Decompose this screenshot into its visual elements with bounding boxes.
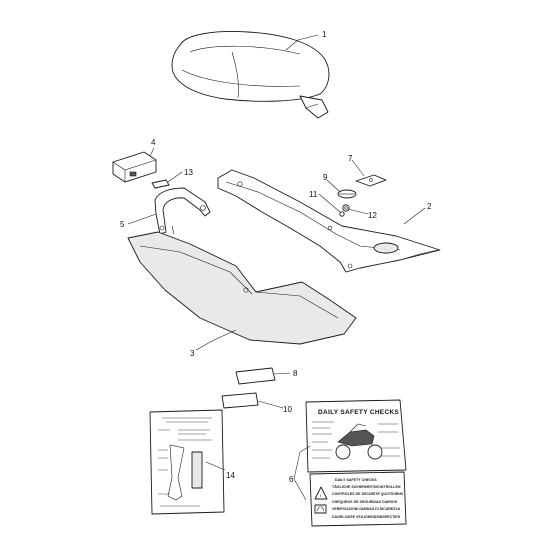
multilingual-line-6: DAGELIJKSE VEILIGHEIDSINSPECTIES [332,515,401,519]
callout-1: 1 [322,30,327,39]
callout-3: 3 [190,349,195,358]
safety-label-main[interactable]: DAILY SAFETY CHECKS [305,399,407,473]
instruction-label[interactable] [149,409,225,515]
callout-10: 10 [283,405,292,414]
seat[interactable] [171,31,330,119]
callout-5: 5 [120,220,125,229]
side-panel-right[interactable] [217,169,441,273]
leader-lines [127,34,426,501]
safety-label-main-title: DAILY SAFETY CHECKS [318,409,399,416]
callout-14: 14 [226,471,235,480]
svg-text:!: ! [320,494,321,498]
clip-bracket[interactable] [355,174,387,187]
callout-4: 4 [151,138,156,147]
washer[interactable] [337,189,357,199]
callout-11: 11 [309,190,318,199]
tail-panel[interactable] [127,225,357,345]
rear-cover[interactable] [112,151,157,183]
grommet[interactable] [342,204,350,212]
multilingual-line-5: VERIFICAZIONI DIARIAS DI SICUREZZA [332,507,401,511]
multilingual-line-3: CONTROLES DE SECURITE QUOTIDIENS [332,492,404,496]
decal-10[interactable] [221,392,259,409]
motorcycle-icon [335,423,383,460]
decal-8[interactable] [235,367,276,385]
multilingual-line-4: CHEQUEOS DE SEGURIDAD DIARIOS [332,500,398,504]
small-pad[interactable] [151,179,170,189]
multilingual-line-1: DAILY SAFETY CHECKS [335,478,377,482]
callout-8: 8 [293,369,298,378]
warning-icon: ! [314,486,328,514]
callout-7: 7 [348,154,353,163]
callout-2: 2 [427,202,432,211]
callout-numbers: 1 2 3 4 5 6 7 8 9 10 11 12 13 14 [120,30,432,484]
callout-9: 9 [323,173,328,182]
callout-6: 6 [289,475,294,484]
callout-13: 13 [184,168,193,177]
safety-label-multilingual[interactable]: ! DAILY SAFETY CHECKS TÄGLICHE SICHERHEI… [309,471,407,527]
grab-rail-bracket[interactable] [154,187,211,235]
multilingual-line-2: TÄGLICHE SICHERHEITSKONTROLLEN [332,485,401,489]
nut[interactable] [339,211,345,217]
callout-12: 12 [368,211,377,220]
